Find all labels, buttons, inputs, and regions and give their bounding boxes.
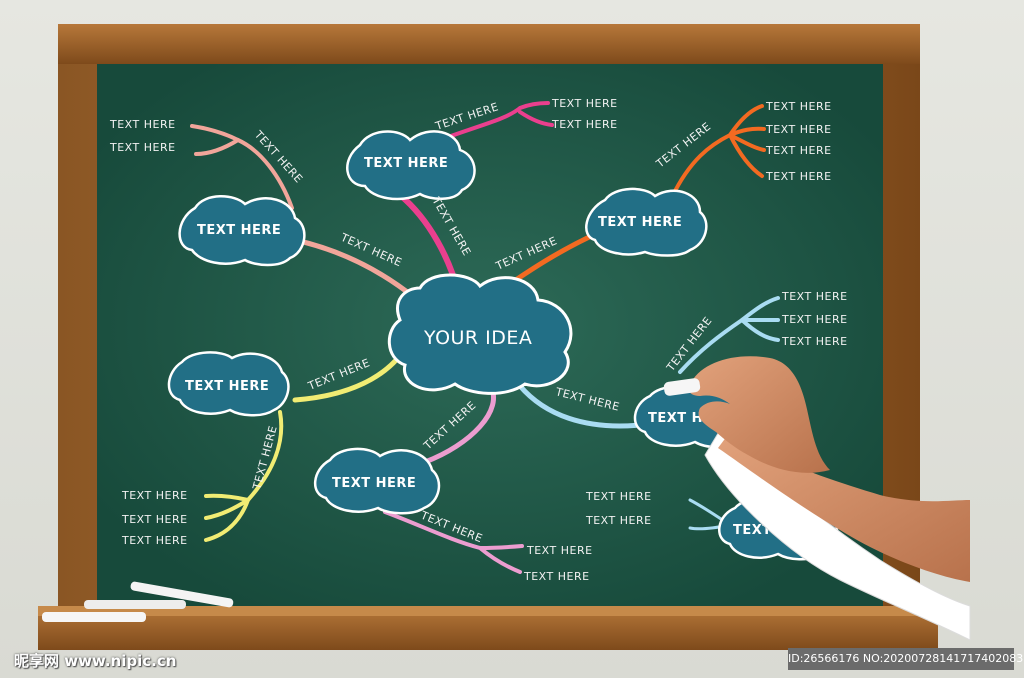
node-label-top-right: TEXT HERE — [598, 215, 682, 230]
node-label-left: TEXT HERE — [185, 379, 269, 394]
leaf-label: TEXT HERE — [585, 490, 652, 503]
leaf-label: TEXT HERE — [551, 118, 618, 131]
hand-illustration — [663, 356, 971, 641]
chalk-sticks — [42, 581, 234, 622]
leaf-label: TEXT HERE — [765, 144, 832, 157]
stem-line-left — [204, 410, 284, 542]
leaf-label: TEXT HERE — [781, 313, 848, 326]
watermark-left: 昵享网 www.nipic.cn — [14, 652, 177, 670]
cloud-center[interactable] — [387, 273, 573, 395]
stem-line-right — [678, 296, 780, 374]
cloud-left[interactable] — [167, 351, 290, 417]
center-label: YOUR IDEA — [423, 327, 532, 349]
branch-line-top-left — [292, 237, 418, 301]
leaf-label: TEXT HERE — [109, 118, 176, 131]
branch-line-right — [517, 383, 643, 429]
board-frame-top — [58, 24, 920, 64]
leaf-label: TEXT HERE — [121, 513, 188, 526]
leaf-label: TEXT HERE — [585, 514, 652, 527]
watermark-right: ID:26566176 NO:20200728141717402083 — [788, 648, 1023, 670]
leaf-label: TEXT HERE — [523, 570, 590, 583]
leaf-labels: TEXT HERE TEXT HERE TEXT HERE TEXT HERE … — [109, 97, 848, 583]
chalk-ledge-top — [38, 606, 938, 616]
stem-line-top-left — [190, 124, 294, 210]
node-label-top: TEXT HERE — [364, 156, 448, 171]
stem-line-top-right — [670, 104, 766, 199]
cloud-top-left[interactable] — [178, 195, 306, 267]
chalk-stick[interactable] — [84, 600, 186, 609]
chalk-in-hand — [663, 378, 701, 396]
leaf-label: TEXT HERE — [109, 141, 176, 154]
hand — [688, 356, 830, 473]
leaf-label: TEXT HERE — [781, 290, 848, 303]
node-label-top-left: TEXT HERE — [197, 223, 281, 238]
chalk-stick[interactable] — [42, 612, 146, 622]
chalk-stick[interactable] — [130, 581, 234, 608]
stem-line-bottom — [383, 510, 524, 574]
leaf-label: TEXT HERE — [781, 335, 848, 348]
cloud-top[interactable] — [346, 130, 476, 201]
cloud-nodes — [167, 130, 839, 561]
leaf-label: TEXT HERE — [765, 100, 832, 113]
leaf-label: TEXT HERE — [526, 544, 593, 557]
arm — [718, 432, 970, 582]
node-label-bottom: TEXT HERE — [332, 476, 416, 491]
cloud-top-right[interactable] — [585, 187, 708, 257]
leaf-label: TEXT HERE — [551, 97, 618, 110]
leaf-label: TEXT HERE — [121, 489, 188, 502]
leaf-label: TEXT HERE — [121, 534, 188, 547]
leaf-label: TEXT HERE — [765, 170, 832, 183]
cloud-bottom[interactable] — [314, 447, 441, 515]
leaf-label: TEXT HERE — [765, 123, 832, 136]
